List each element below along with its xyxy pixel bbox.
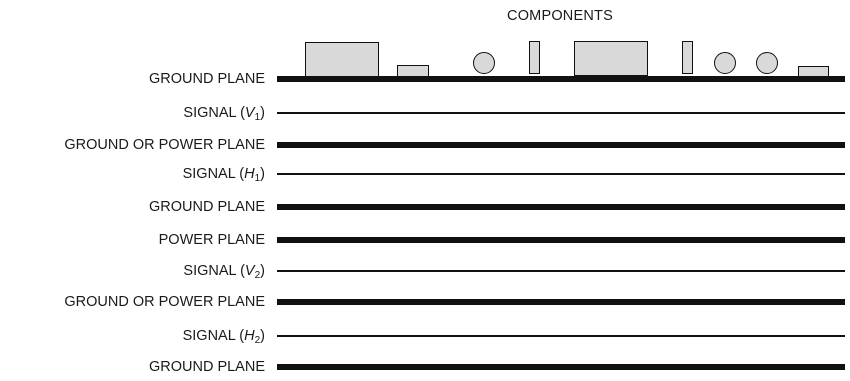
signal-symbol: H: [244, 166, 255, 182]
plane-layer-line: [277, 237, 845, 243]
layer-name: GROUND PLANE: [148, 71, 265, 87]
components-heading: COMPONENTS: [507, 8, 613, 24]
layer-label-6: POWER PLANE: [159, 231, 265, 249]
layer-name: SIGNAL: [182, 166, 236, 182]
layer-name: GROUND OR POWER PLANE: [64, 137, 265, 153]
round-component: [714, 52, 736, 74]
signal-subscript: 2: [254, 270, 261, 281]
rectangular-component: [529, 41, 540, 74]
layer-label-1: GROUND PLANE: [149, 70, 265, 88]
layer-name: SIGNAL: [183, 263, 237, 279]
layer-label-5: GROUND PLANE: [149, 198, 265, 216]
round-component: [756, 52, 778, 74]
signal-subscript: 2: [254, 335, 261, 346]
layer-label-2: SIGNAL (V1): [183, 105, 265, 123]
rectangular-component: [574, 41, 648, 76]
layer-name: GROUND PLANE: [148, 359, 265, 375]
plane-layer-line: [277, 364, 845, 370]
layer-name: SIGNAL: [183, 105, 237, 121]
layer-name: GROUND OR POWER PLANE: [64, 294, 265, 310]
signal-layer-line: [277, 335, 845, 337]
rectangular-component: [682, 41, 693, 74]
signal-layer-line: [277, 173, 845, 175]
layer-label-3: GROUND OR POWER PLANE: [64, 136, 265, 154]
plane-layer-line: [277, 142, 845, 148]
plane-layer-line: [277, 299, 845, 305]
layer-name: SIGNAL: [182, 328, 236, 344]
plane-layer-line: [277, 204, 845, 210]
signal-symbol: V: [244, 263, 255, 279]
signal-layer-line: [277, 270, 845, 272]
layer-label-10: GROUND PLANE: [149, 358, 265, 376]
layer-label-9: SIGNAL (H2): [182, 328, 265, 346]
rectangular-component: [305, 42, 379, 77]
layer-name: GROUND PLANE: [148, 199, 265, 215]
signal-symbol: V: [244, 105, 255, 121]
layer-label-8: GROUND OR POWER PLANE: [64, 293, 265, 311]
signal-subscript: 1: [254, 112, 261, 123]
signal-symbol: H: [244, 328, 255, 344]
round-component: [473, 52, 495, 74]
plane-layer-line: [277, 76, 845, 82]
layer-label-7: SIGNAL (V2): [183, 263, 265, 281]
layer-label-4: SIGNAL (H1): [182, 166, 265, 184]
layer-name: POWER PLANE: [158, 232, 265, 248]
signal-layer-line: [277, 112, 845, 114]
signal-subscript: 1: [254, 173, 261, 184]
